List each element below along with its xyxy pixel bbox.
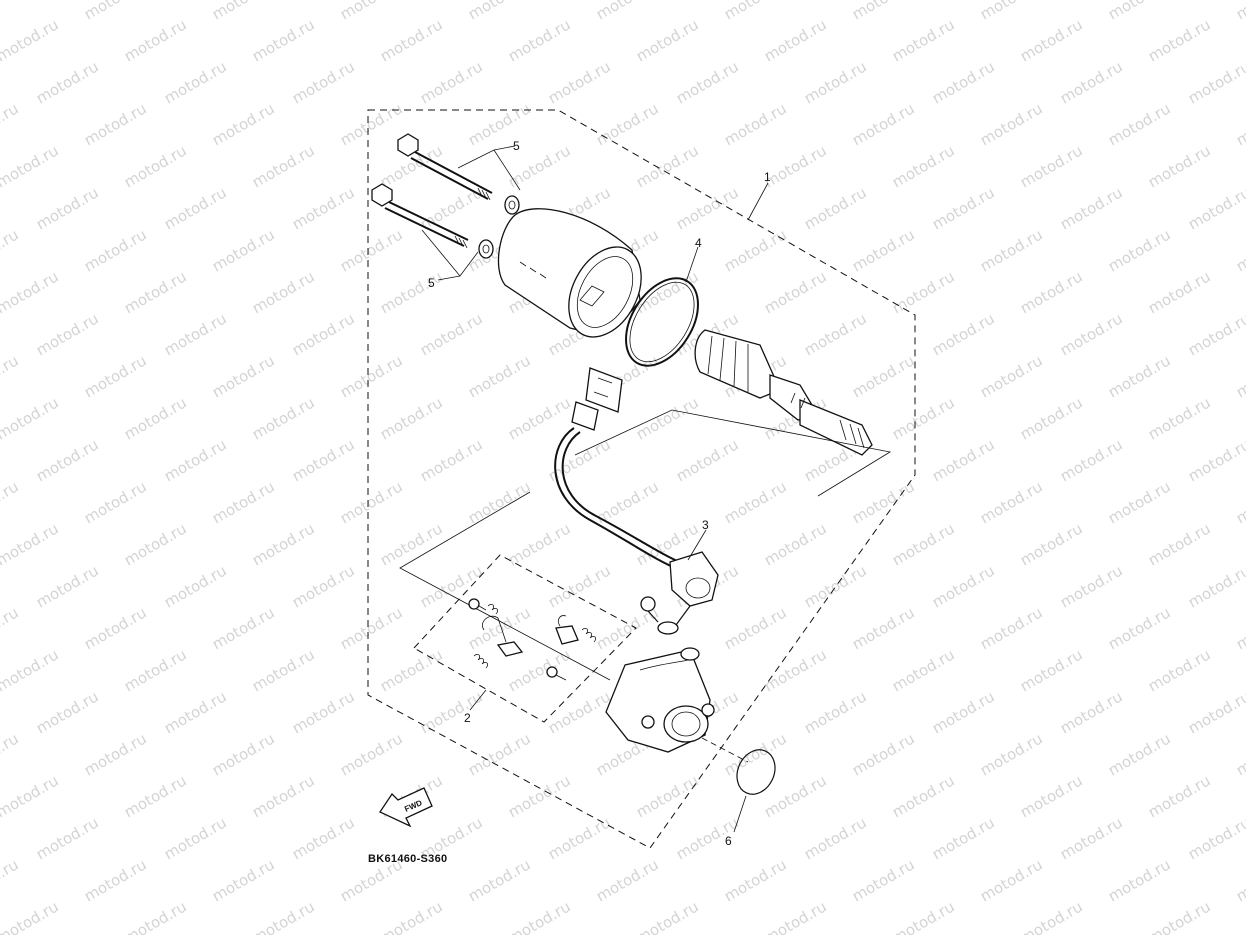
- callout-2: 2: [464, 711, 471, 725]
- lead-wire-3: [554, 367, 719, 635]
- assembly-boundary: [367, 109, 916, 849]
- callout-5-upper: 5: [513, 139, 520, 153]
- bracket-5-lower: [421, 229, 479, 281]
- armature: [694, 329, 873, 456]
- axis-line: [701, 737, 749, 763]
- o-ring-6: [736, 749, 776, 795]
- reference-code: BK61460-S360: [368, 853, 447, 865]
- brush-set: [468, 598, 597, 681]
- washer-lower: [478, 239, 494, 259]
- through-bolt-upper: [397, 133, 493, 201]
- armature-reference-box: [574, 409, 892, 497]
- reference-plane: [399, 491, 611, 681]
- bracket-5-upper: [457, 145, 521, 191]
- through-bolt-lower: [371, 183, 469, 249]
- fwd-arrow-icon: FWD: [379, 787, 433, 828]
- lead-terminal-screw: [640, 596, 659, 623]
- callout-1: 1: [764, 170, 771, 184]
- callout-4: 4: [695, 236, 702, 250]
- callout-5-lower: 5: [428, 276, 435, 290]
- brush-set-boundary: [413, 554, 637, 723]
- front-cover: [605, 647, 715, 753]
- callout-3: 3: [702, 518, 709, 532]
- leader-line-4: [685, 246, 699, 283]
- leader-line-1: [747, 182, 769, 221]
- washer-upper: [504, 195, 520, 215]
- leader-line-3: [687, 529, 707, 561]
- motor-yoke: [497, 208, 642, 338]
- leader-line-6: [733, 795, 747, 833]
- leader-line-2: [469, 689, 487, 711]
- callout-6: 6: [725, 834, 732, 848]
- o-ring-4: [625, 277, 699, 367]
